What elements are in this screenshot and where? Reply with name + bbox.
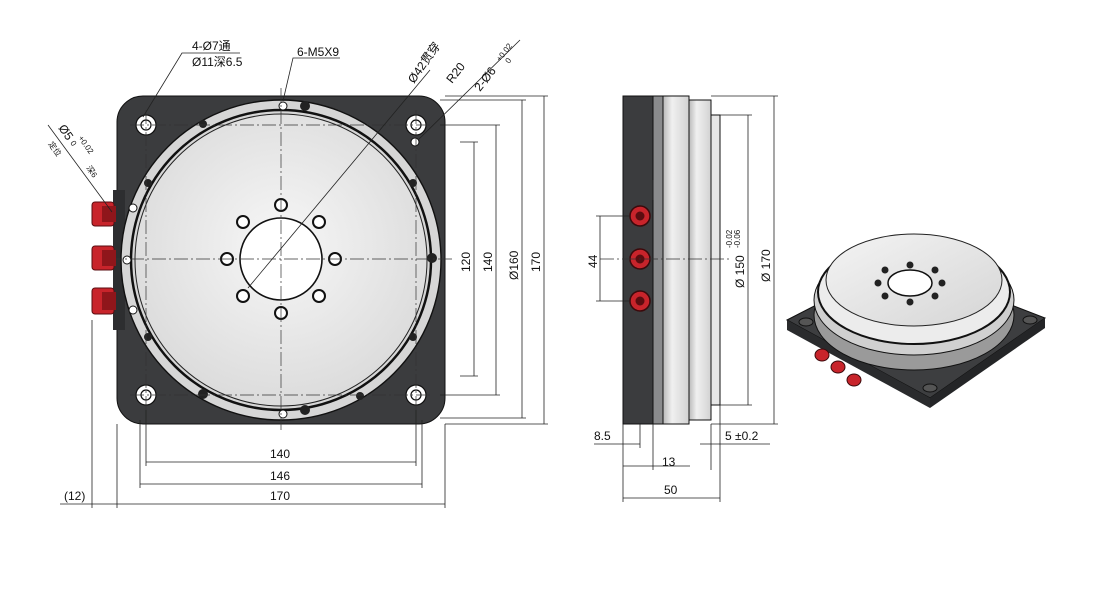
dim-5: 5 ±0.2 xyxy=(725,429,759,443)
air-fitting xyxy=(91,287,116,315)
iso-bore xyxy=(887,269,933,297)
air-fitting xyxy=(91,201,116,227)
side-pin-leader xyxy=(47,124,113,213)
air-fittings xyxy=(91,201,116,315)
side-pin-tol-upper: +0.02 xyxy=(76,134,95,156)
ring-small-holes xyxy=(122,101,420,419)
radius-label: R20 xyxy=(443,60,468,86)
threaded-hole xyxy=(236,289,250,303)
dim-d170: Ø 170 xyxy=(759,249,773,282)
side-body xyxy=(652,95,664,425)
dim-d150-tol-lower: -0.06 xyxy=(733,229,742,248)
iso-bore-holes xyxy=(874,261,946,306)
pin-leader xyxy=(417,39,521,141)
dim-146-bottom: 146 xyxy=(270,469,290,483)
pin-holes-label: 2-Ø6 xyxy=(471,64,499,94)
side-view: 44 Ø 150 -0.02 -0.06 Ø 170 8.5 13 5 ±0.2… xyxy=(586,95,778,502)
dim-170-bottom: 170 xyxy=(270,489,290,503)
dim-50: 50 xyxy=(664,483,678,497)
dim-d150-tol-upper: -0.02 xyxy=(725,229,734,248)
bore-label: Ø42贯穿 xyxy=(404,39,443,86)
air-fitting xyxy=(91,245,116,271)
bore-leader xyxy=(247,69,431,289)
holes-qty-label: 4-Ø7通 xyxy=(192,39,231,53)
side-pin-tol-lower: 0 xyxy=(68,139,78,148)
horizontal-dims: 140 146 170 (12) xyxy=(60,320,446,508)
front-view: 4-Ø7通 Ø11深6.5 6-M5X9 Ø42贯穿 R20 2-Ø6 +0.0… xyxy=(46,39,548,508)
iso-base-edge xyxy=(787,320,930,408)
side-air-ports xyxy=(629,205,651,312)
threaded-hole xyxy=(312,289,326,303)
vertical-dims: 120 140 Ø160 170 xyxy=(440,95,548,425)
threads-label: 6-M5X9 xyxy=(297,45,339,59)
dim-offset-12: (12) xyxy=(64,489,85,503)
side-plate-step xyxy=(710,114,721,406)
dim-140-bottom: 140 xyxy=(270,447,290,461)
dim-d150: Ø 150 xyxy=(733,255,747,288)
dim-160: Ø160 xyxy=(507,250,521,280)
dim-13: 13 xyxy=(662,455,676,469)
iso-view xyxy=(785,233,1047,408)
air-port xyxy=(629,205,651,227)
dim-44: 44 xyxy=(586,254,600,268)
holes-cbore-label: Ø11深6.5 xyxy=(192,55,243,69)
side-ring xyxy=(662,95,690,425)
dim-140-right: 140 xyxy=(481,252,495,272)
dim-170-right: 170 xyxy=(529,252,543,272)
iso-base-edge-right xyxy=(930,318,1045,408)
dim-120: 120 xyxy=(459,252,473,272)
pin-tol-lower: 0 xyxy=(503,56,513,65)
side-plate xyxy=(688,99,712,421)
holes-leader xyxy=(142,52,240,118)
air-port xyxy=(629,290,651,312)
threads-leader xyxy=(282,57,340,102)
dim-8-5: 8.5 xyxy=(594,429,611,443)
threaded-hole xyxy=(312,215,326,229)
threaded-hole xyxy=(236,215,250,229)
iso-fittings xyxy=(814,348,862,387)
iso-corner-holes xyxy=(798,315,1038,393)
